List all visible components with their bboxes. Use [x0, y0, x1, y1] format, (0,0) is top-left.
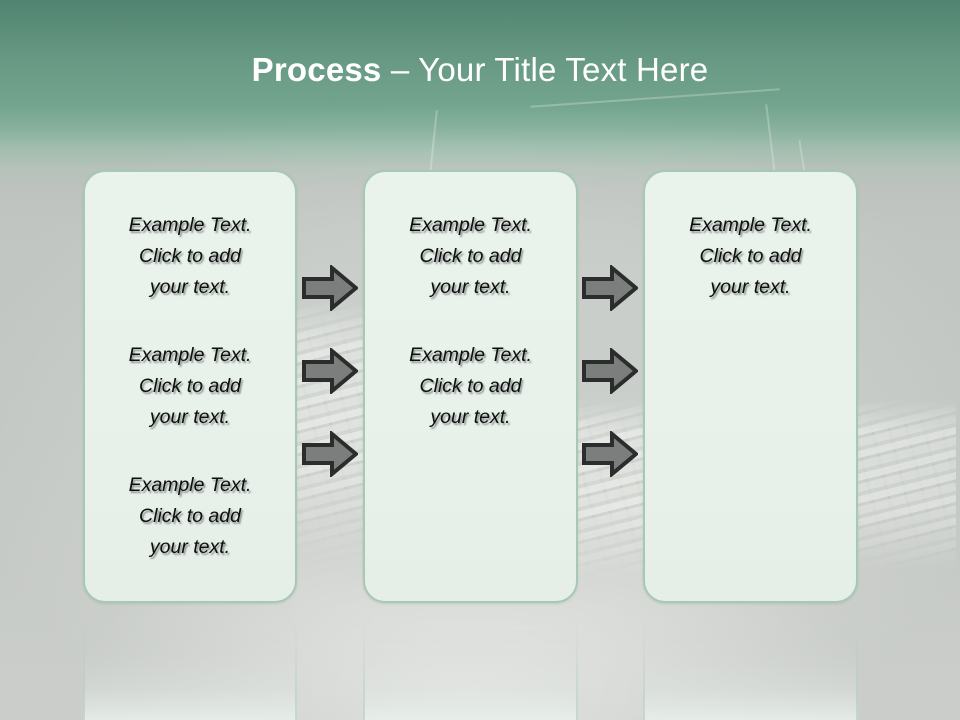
arrow-col1-row1[interactable] [302, 265, 358, 311]
right-arrow-icon [302, 265, 358, 311]
process-panel-3[interactable]: Example Text. Click to add your text. [643, 170, 858, 603]
arrow-col1-row3[interactable] [302, 431, 358, 477]
right-arrow-icon [582, 265, 638, 311]
process-panel-2[interactable]: Example Text. Click to add your text. Ex… [363, 170, 578, 603]
panel-1-text-block-1[interactable]: Example Text. Click to add your text. [128, 214, 252, 298]
arrow-col1-row2[interactable] [302, 348, 358, 394]
panel-reflection-3 [643, 612, 858, 720]
right-arrow-icon [302, 348, 358, 394]
right-arrow-icon [302, 431, 358, 477]
right-arrow-icon [582, 348, 638, 394]
panel-3-text-block-1[interactable]: Example Text. Click to add your text. [689, 214, 812, 298]
arrow-col2-row1[interactable] [582, 265, 638, 311]
slide-title-bold: Process [251, 51, 382, 88]
panel-2-text-block-1[interactable]: Example Text. Click to add your text. [409, 214, 532, 298]
panel-reflection-2 [363, 612, 578, 720]
slide-title: Process – Your Title Text Here [0, 50, 960, 90]
background-photo-texture [856, 400, 956, 570]
panel-reflection-1 [83, 612, 297, 720]
process-panel-1[interactable]: Example Text. Click to add your text. Ex… [83, 170, 297, 603]
slide-title-rest: – Your Title Text Here [381, 51, 709, 88]
panel-1-text-block-3[interactable]: Example Text. Click to add your text. [128, 474, 252, 558]
panel-2-text-block-2[interactable]: Example Text. Click to add your text. [409, 344, 532, 428]
right-arrow-icon [582, 431, 638, 477]
arrow-col2-row3[interactable] [582, 431, 638, 477]
arrow-col2-row2[interactable] [582, 348, 638, 394]
panel-1-text-block-2[interactable]: Example Text. Click to add your text. [128, 344, 252, 428]
